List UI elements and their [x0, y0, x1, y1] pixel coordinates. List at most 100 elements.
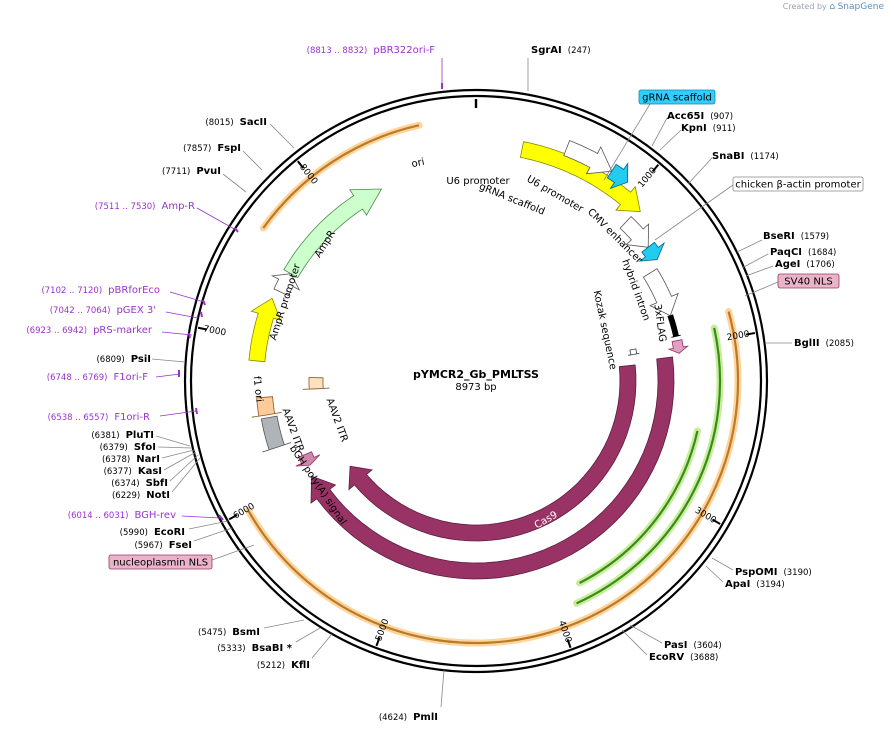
site-label: ApaI (3194): [725, 579, 785, 590]
site-name: KpnI: [681, 123, 707, 134]
bp-tick: [566, 638, 572, 649]
site-label: EcoRV(3688): [649, 652, 718, 663]
site-position: (3194): [756, 580, 784, 590]
feature-ampr: [283, 188, 383, 279]
feature-grna-scaffold-1: [606, 162, 629, 190]
site-labels: SgrAI(247)Acc65I(907)KpnI(911)SnaBI(1174…: [26, 45, 864, 723]
primer-name: pBRforEco: [108, 285, 160, 296]
site-leader: [171, 457, 201, 493]
feature-f1-ori: [248, 297, 282, 363]
site-position: (247): [568, 46, 591, 56]
site-position: (1174): [750, 152, 778, 162]
map-length: 8973 bp: [455, 382, 496, 393]
site-leader: [311, 633, 333, 659]
site-label: (6381)PluTI: [91, 430, 154, 441]
feature-aav2-itr-1: [251, 396, 282, 418]
site-name: SnaBI: [712, 151, 744, 162]
primer-label: (6923 .. 6942)pRS-marker: [26, 325, 153, 336]
primer-label: (8813 .. 8832)pBR322ori-F: [307, 45, 436, 56]
site-name: EcoRV: [649, 652, 684, 663]
primer-tick: [218, 514, 224, 521]
bp-tick: [745, 332, 756, 336]
orange-track-amp: [262, 124, 420, 229]
site-position: (5333): [217, 644, 245, 654]
site-name: BseRI: [763, 231, 795, 242]
site-leader: [651, 117, 668, 147]
primer-label: (7511 .. 7530)Amp-R: [95, 201, 195, 212]
primer-name: pBR322ori-F: [373, 45, 435, 56]
site-label: (6379)SfoI: [100, 442, 156, 453]
site-leader: [621, 629, 648, 656]
box-leader: [211, 544, 255, 561]
primer-tick: [195, 407, 198, 415]
site-position: (1684): [808, 248, 836, 258]
site-label: (6809)PsiI: [96, 354, 151, 365]
primer-leader: [196, 207, 237, 231]
site-leader: [263, 619, 305, 629]
site-name: SbfI: [146, 478, 168, 489]
site-position: (8015): [205, 118, 233, 128]
site-label: (5990)EcoRI: [120, 527, 185, 538]
site-label: AgeI(1706): [775, 259, 835, 270]
site-name: BglII: [794, 338, 820, 349]
bp-tick-label: 7000: [202, 324, 227, 338]
site-position: (5475): [198, 628, 226, 638]
primer-position: (6538 .. 6557): [48, 413, 109, 423]
label-hybrid-intron: hybrid intron: [619, 258, 651, 322]
credit-text: Created by: [782, 2, 827, 11]
site-label: PasI(3604): [664, 640, 722, 651]
primer-leader: [169, 291, 205, 303]
primer-leader: [165, 311, 199, 319]
green-track-outer: [576, 327, 722, 605]
site-leader: [440, 669, 445, 708]
site-leader: [741, 253, 769, 269]
bp-tick: [228, 514, 238, 521]
site-position: (907): [710, 112, 733, 122]
feature-cas9-inner: [348, 364, 637, 542]
bp-tick: [197, 326, 208, 331]
site-label: (8015)SacII: [205, 117, 267, 128]
site-name: PmlI: [413, 712, 438, 723]
site-leader: [745, 265, 774, 277]
primer-name: F1ori-F: [114, 372, 149, 383]
site-leader: [155, 435, 191, 447]
site-name: PluTI: [126, 430, 154, 441]
box-leader: [603, 103, 651, 181]
site-position: (6374): [111, 479, 139, 489]
site-name: ApaI: [725, 579, 750, 590]
feature-kozak-sequence: [628, 348, 640, 356]
primer-position: (6748 .. 6769): [47, 373, 108, 383]
label-3xflag: 3xFLAG: [651, 303, 667, 342]
backbone-outer-ring: [183, 88, 769, 674]
primer-leader: [181, 515, 221, 519]
site-leader: [163, 451, 197, 471]
feature-aav2-itr-2: [302, 377, 330, 390]
feature-nucleoplasmin-nls: [295, 451, 321, 467]
site-position: (5212): [257, 661, 285, 671]
label-kozak-sequence: Kozak sequence: [591, 289, 619, 370]
primer-tick: [234, 227, 239, 233]
site-label: (6374) SbfI: [111, 478, 168, 489]
boxed-label-frame: [108, 554, 213, 570]
primer-name: F1ori-R: [114, 412, 150, 423]
feature-ampr-promoter: [270, 273, 301, 297]
site-label: SnaBI (1174): [712, 151, 779, 162]
green-track-inner: [579, 430, 699, 584]
orange-track-cas9: [247, 311, 740, 645]
site-position: (6378): [102, 455, 130, 465]
primer-tick: [200, 311, 203, 318]
site-label: (5967)FseI: [134, 540, 192, 551]
site-position: (6809): [96, 355, 124, 365]
primer-leader: [155, 373, 181, 378]
site-label: SgrAI(247): [531, 45, 591, 56]
site-leader: [269, 123, 295, 149]
feature-chicken-actin-bar: [667, 314, 681, 338]
site-name: Acc65I: [667, 111, 704, 122]
primer-leader: [161, 331, 193, 336]
site-name: NarI: [136, 454, 160, 465]
site-name: EcoRI: [154, 527, 185, 538]
site-name: BsaBI *: [252, 643, 293, 654]
bp-tick-label: 2000: [726, 329, 751, 343]
site-label: Acc65I (907): [667, 111, 733, 122]
